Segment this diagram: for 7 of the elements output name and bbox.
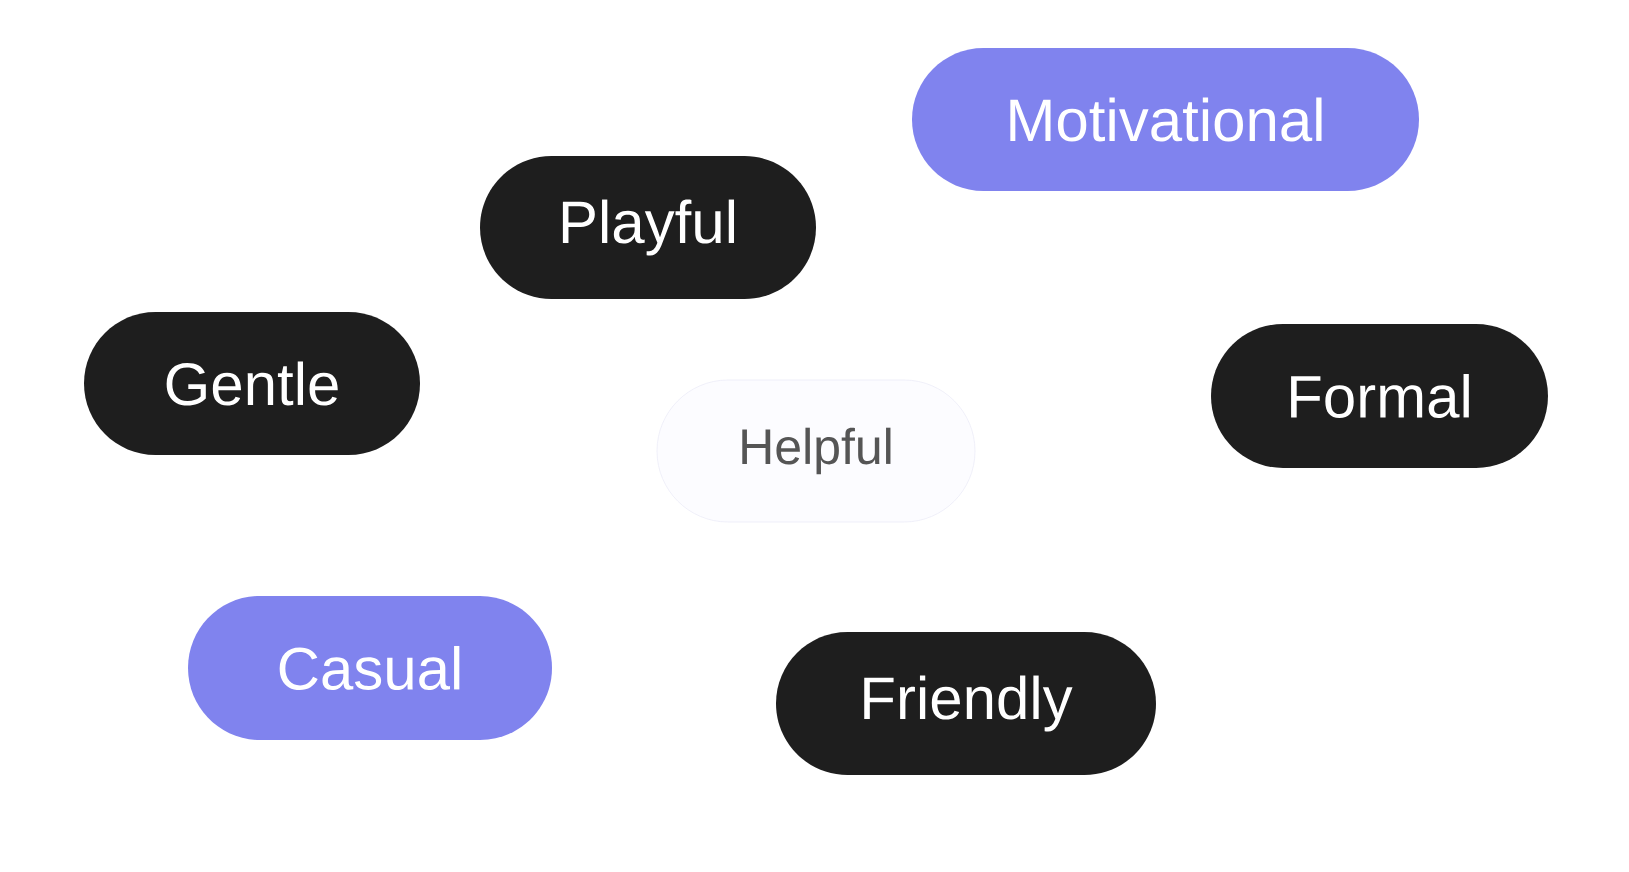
tone-pill: Playful	[480, 156, 816, 299]
tone-pill: Gentle	[84, 312, 420, 455]
tone-pill: Motivational	[912, 48, 1419, 191]
tone-pill: Casual	[188, 596, 552, 740]
tone-pill: Friendly	[776, 632, 1156, 775]
tone-pill: Formal	[1211, 324, 1548, 468]
tone-pill: Helpful	[656, 379, 976, 523]
